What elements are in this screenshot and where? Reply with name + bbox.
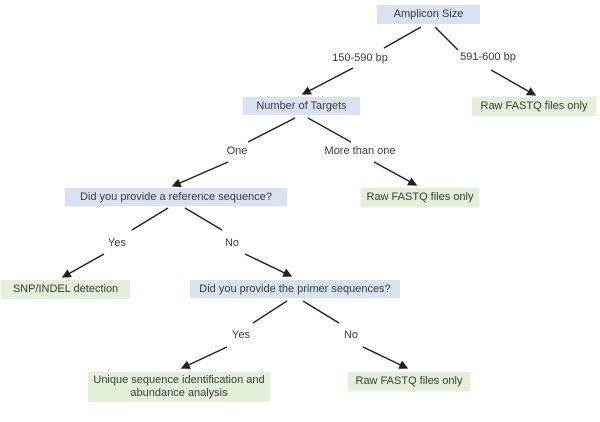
edge-targets-to-one-upper — [247, 117, 296, 143]
node-raw-fastq-mid: Raw FASTQ files only — [361, 188, 479, 207]
node-number-of-targets: Number of Targets — [243, 97, 360, 115]
edge-label-one: One — [226, 145, 248, 157]
edge-primer-to-yes-upper — [252, 300, 288, 324]
node-raw-fastq-top: Raw FASTQ files only — [472, 97, 596, 116]
edge-yes-to-snp-indel — [61, 253, 105, 278]
edge-one-to-reference-question — [171, 161, 229, 188]
node-raw-fastq-bottom: Raw FASTQ files only — [348, 372, 470, 391]
edge-label-591-600-bp: 591-600 bp — [460, 51, 516, 63]
edge-targets-to-more-upper — [307, 117, 352, 143]
edge-label-more-than-one: More than one — [324, 145, 396, 157]
edge-label-reference-yes: Yes — [108, 237, 126, 249]
node-unique-sequence-identification: Unique sequence identification and abund… — [88, 372, 270, 402]
edge-150-590-to-number-of-targets — [301, 67, 354, 95]
edge-more-to-raw-fastq-mid — [373, 161, 418, 186]
edge-primer-to-no-upper — [302, 300, 340, 324]
edge-label-primer-yes: Yes — [232, 329, 250, 341]
node-amplicon-size: Amplicon Size — [377, 5, 480, 24]
edge-reference-to-no-upper — [184, 207, 223, 231]
edge-no-to-raw-fastq-bottom — [362, 346, 409, 369]
edge-no-to-primer-question — [244, 253, 293, 277]
edge-label-150-590-bp: 150-590 bp — [332, 52, 388, 64]
edge-591-600-to-raw-fastq-top — [490, 69, 537, 96]
edge-yes-to-unique-seq — [180, 346, 228, 369]
edge-label-reference-no: No — [224, 237, 240, 249]
node-reference-question: Did you provide a reference sequence? — [65, 188, 287, 206]
edge-amplicon-to-591-600-upper — [434, 26, 459, 51]
edge-label-primer-no: No — [343, 329, 359, 341]
edge-amplicon-to-150-590-upper — [383, 26, 422, 49]
node-primer-question: Did you provide the primer sequences? — [190, 280, 400, 298]
edge-reference-to-yes-upper — [131, 207, 169, 231]
node-snp-indel-detection: SNP/INDEL detection — [1, 280, 130, 299]
